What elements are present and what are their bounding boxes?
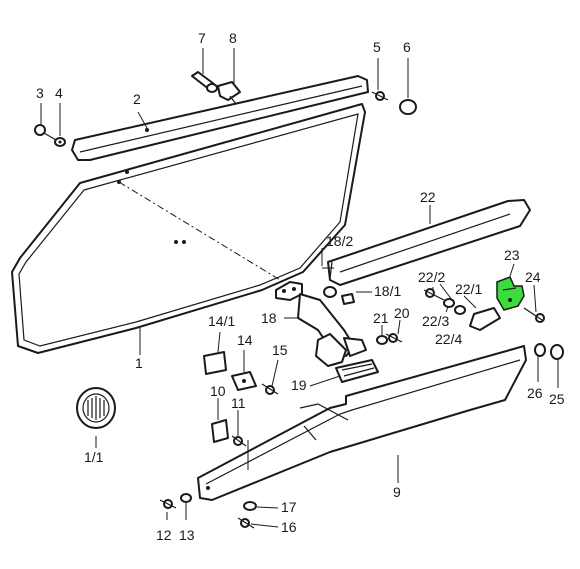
label-24: 24 [525, 269, 541, 285]
bracket-18[interactable] [275, 281, 367, 367]
screw-5[interactable] [371, 91, 389, 101]
label-18-2: 18/2 [326, 233, 353, 249]
label-22: 22 [420, 189, 436, 205]
callout-labels: 1 1/1 2 3 4 5 6 7 8 9 10 11 12 13 14 14/… [36, 30, 565, 543]
label-21: 21 [373, 310, 389, 326]
knob-8[interactable] [217, 81, 241, 105]
label-1-1: 1/1 [84, 449, 104, 465]
label-8: 8 [229, 30, 237, 46]
label-3: 3 [36, 85, 44, 101]
label-19: 19 [291, 377, 307, 393]
clip-7[interactable] [191, 71, 218, 93]
label-16: 16 [281, 519, 297, 535]
label-18: 18 [261, 310, 277, 326]
label-2: 2 [133, 91, 141, 107]
label-15: 15 [272, 342, 288, 358]
label-11: 11 [231, 395, 246, 411]
speaker-grille[interactable] [76, 387, 116, 429]
label-17: 17 [281, 499, 297, 515]
bolt-25[interactable] [550, 344, 564, 360]
label-25: 25 [549, 391, 565, 407]
label-7: 7 [198, 30, 206, 46]
label-26: 26 [527, 385, 543, 401]
label-10: 10 [210, 383, 226, 399]
washer-21[interactable] [376, 335, 388, 345]
nut-18-1[interactable] [323, 286, 355, 305]
armrest-top[interactable] [327, 199, 531, 286]
washer-22-3[interactable] [443, 298, 455, 308]
upper-trim-strip[interactable] [71, 75, 369, 161]
washer-4[interactable] [54, 137, 66, 147]
screw-15[interactable] [261, 383, 279, 395]
cap-6[interactable] [399, 99, 417, 115]
latch-23-highlighted[interactable] [496, 276, 525, 311]
label-20: 20 [394, 305, 410, 321]
screw-20[interactable] [385, 333, 403, 343]
leader-lines [40, 48, 559, 528]
screw-3[interactable] [34, 124, 57, 141]
label-18-1: 18/1 [374, 283, 401, 299]
label-1: 1 [135, 355, 143, 371]
screw-11[interactable] [231, 435, 247, 447]
block-10[interactable] [211, 419, 229, 443]
label-12: 12 [156, 527, 172, 543]
plate-14-1[interactable] [203, 351, 227, 375]
pad-19[interactable] [335, 359, 379, 383]
label-22-3: 22/3 [422, 313, 449, 329]
label-14-1: 14/1 [208, 313, 235, 329]
label-9: 9 [393, 484, 401, 500]
armrest-tray[interactable] [197, 345, 527, 501]
bracket-14[interactable] [231, 371, 257, 391]
washer-17[interactable] [243, 501, 257, 511]
label-14: 14 [237, 332, 253, 348]
screw-12[interactable] [159, 499, 177, 509]
label-13: 13 [179, 527, 195, 543]
label-6: 6 [403, 39, 411, 55]
washer-13[interactable] [180, 493, 192, 503]
screw-16[interactable] [237, 517, 255, 529]
screw-22-2[interactable] [423, 288, 445, 301]
nut-22-4[interactable] [454, 305, 466, 315]
label-22-4: 22/4 [435, 331, 462, 347]
label-23: 23 [504, 247, 520, 263]
label-4: 4 [55, 85, 63, 101]
door-trim-panel[interactable] [11, 103, 366, 354]
label-5: 5 [373, 39, 381, 55]
block-22-1[interactable] [469, 307, 501, 331]
label-22-1: 22/1 [455, 281, 482, 297]
label-22-2: 22/2 [418, 269, 445, 285]
washer-26[interactable] [534, 343, 546, 357]
screw-24[interactable] [523, 307, 545, 323]
